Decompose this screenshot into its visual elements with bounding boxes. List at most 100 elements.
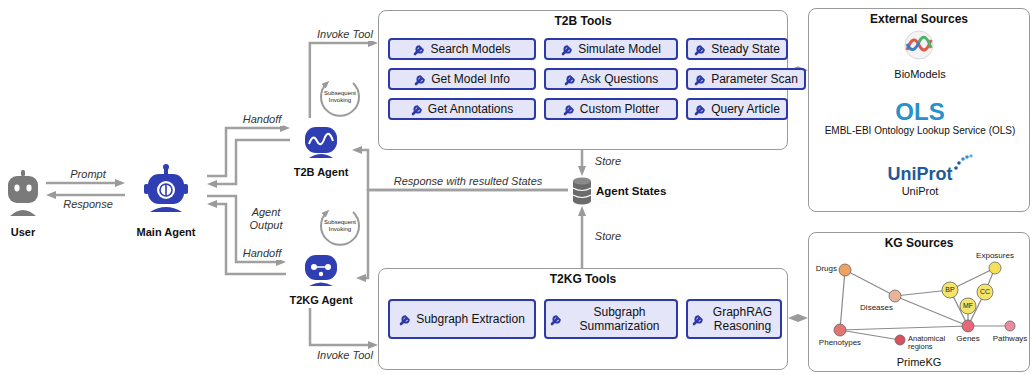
node-label: UniProt: [888, 163, 953, 185]
graph-label: MF: [960, 302, 976, 310]
edge-label: Response with resulted States: [392, 175, 545, 188]
tool-box: Subgraph Extraction: [388, 299, 536, 339]
illustration-part: [183, 184, 188, 194]
wrench-icon: [564, 73, 577, 86]
illustration-part: [150, 207, 182, 212]
illustration-part: [573, 188, 591, 191]
loop-arrow: [321, 83, 359, 245]
illustration-part: [309, 283, 333, 287]
node-label: T2B Agent: [294, 166, 349, 179]
agent-node: T2KG Agent: [286, 250, 356, 308]
agent-node: Main Agent: [125, 168, 207, 240]
tool-panel: T2B ToolsSearch Models Simulate Model Stea…: [378, 10, 788, 150]
loop-label: Subsequent Invoking: [321, 90, 359, 103]
illustration-part: [305, 255, 337, 280]
illustration-part: [845, 270, 895, 296]
node-label: BioModels: [894, 68, 945, 81]
wrench-head: [403, 316, 409, 322]
user-icon: [8, 170, 38, 216]
node-label: EMBL-EBI Ontology Lookup Service (OLS): [825, 125, 1016, 137]
edge-label: Store: [593, 230, 623, 243]
node-label: Ask Questions: [581, 72, 658, 86]
illustration-part: [144, 184, 149, 194]
illustration-part: [14, 185, 19, 192]
illustration-part: [148, 174, 184, 204]
tool-box: Search Models: [388, 38, 536, 60]
illustration-part: [895, 335, 905, 345]
node-label: User: [11, 226, 35, 239]
wrench-icon: [694, 73, 707, 86]
wrench-head: [565, 46, 571, 52]
illustration-part: [157, 181, 175, 199]
illustration-part: [889, 290, 901, 302]
node-label: GraphRAG Reasoning: [709, 305, 776, 333]
state-store: Agent States: [568, 176, 680, 206]
t2kg-agent-icon: [305, 255, 337, 286]
illustration-part: [840, 270, 845, 330]
panel-title: T2B Tools: [379, 14, 787, 28]
wrench-icon: [694, 103, 707, 116]
graph-label: Exposures: [973, 252, 1017, 261]
connector-arrow: [310, 308, 373, 345]
tool-panel: T2KG ToolsSubgraph ExtractionSubgraph Su…: [378, 268, 788, 370]
illustration-part: [989, 262, 1001, 274]
illustration-part: [962, 320, 974, 332]
wrench-head: [698, 106, 704, 112]
illustration-part: [10, 210, 36, 216]
connector-arrow: [212, 140, 290, 184]
illustration-part: [314, 266, 328, 268]
illustration-part: [965, 155, 969, 159]
edge-label: Agent Output: [239, 206, 293, 232]
wrench-icon: [411, 103, 424, 116]
panel-caption: PrimeKG: [809, 355, 1029, 369]
wrench-icon: [563, 103, 576, 116]
illustration-part: [1005, 321, 1015, 331]
graph-label: Genes: [953, 335, 983, 344]
edge-label: Response: [61, 198, 115, 211]
wrench-head: [417, 46, 423, 52]
edge-label: Invoke Tool: [315, 349, 375, 362]
panel-title: KG Sources: [809, 236, 1029, 250]
tool-box: Get Annotations: [388, 98, 536, 120]
edge-label: Invoke Tool: [315, 28, 375, 41]
tool-box: Simulate Model: [544, 38, 678, 60]
graph-label: Anatomical regions: [908, 335, 952, 352]
node-label: Steady State: [711, 42, 780, 56]
illustration-part: [573, 195, 591, 198]
illustration-part: [905, 31, 933, 59]
tool-box: Get Model Info: [388, 68, 536, 90]
knowledge-graph: [834, 262, 1015, 345]
node-label: OLS: [895, 99, 944, 125]
node-label: Custom Plotter: [580, 102, 659, 116]
illustration-part: [21, 170, 25, 176]
panel-title: External Sources: [809, 12, 1029, 26]
agent-node: User: [0, 168, 46, 240]
connector-arrow: [310, 43, 373, 118]
illustration-part: [321, 83, 359, 116]
source-logo: OLSEMBL-EBI Ontology Lookup Service (OLS…: [815, 89, 1025, 147]
wrench-icon: [414, 73, 427, 86]
node-label: Subgraph Extraction: [416, 312, 525, 326]
source-logo: UniProtUniProt: [849, 151, 991, 209]
wrench-head: [698, 46, 704, 52]
wrench-head: [695, 316, 701, 322]
graph-label: Pathways: [990, 335, 1030, 344]
illustration-part: [969, 154, 973, 158]
wrench-icon: [561, 43, 574, 56]
wrench-head: [566, 106, 572, 112]
node-label: T2KG Agent: [289, 294, 352, 307]
illustration-part: [309, 134, 333, 144]
illustration-part: [321, 212, 359, 245]
illustration-part: [907, 42, 919, 50]
biomodels-logo: [905, 31, 933, 59]
edge-label: Handoff: [241, 113, 284, 126]
illustration-part: [954, 166, 958, 170]
illustration-part: [942, 282, 958, 298]
node-label: Parameter Scan: [711, 72, 798, 86]
node-label: Main Agent: [137, 226, 196, 239]
illustration-part: [957, 161, 961, 165]
illustration-part: [305, 127, 337, 153]
connector-arrow: [581, 211, 584, 268]
illustration-part: [309, 154, 333, 158]
tool-box: GraphRAG Reasoning: [686, 299, 782, 339]
